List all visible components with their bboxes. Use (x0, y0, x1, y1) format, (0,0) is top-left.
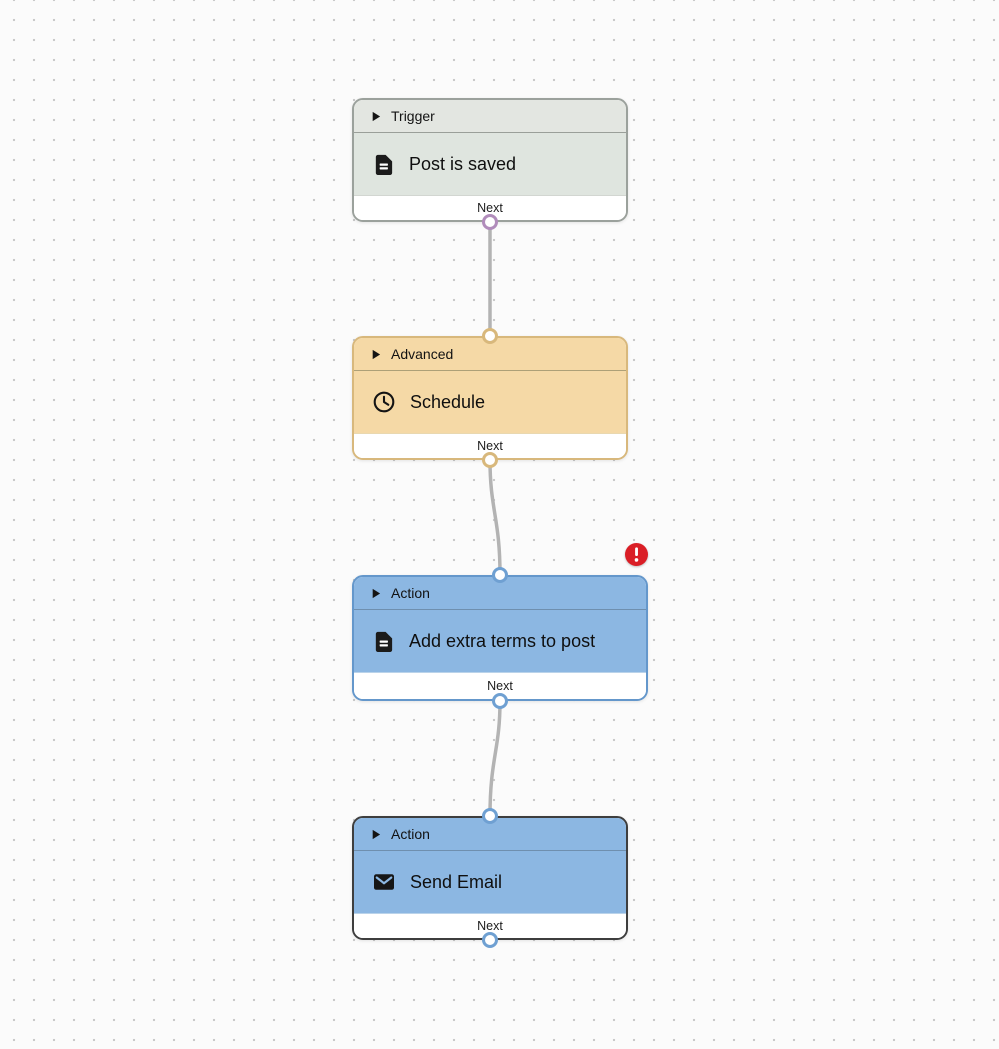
output-port[interactable] (492, 693, 508, 709)
output-port[interactable] (482, 932, 498, 948)
node-box: Action Send Email Next (352, 816, 628, 940)
node-header[interactable]: Trigger (354, 100, 626, 133)
node-body[interactable]: Post is saved (354, 133, 626, 195)
node-category-label: Action (391, 585, 430, 601)
next-branch-label: Next (477, 201, 503, 215)
collapse-triangle-icon[interactable] (371, 349, 381, 360)
input-port[interactable] (482, 328, 498, 344)
node-action-add-extra-terms-to-post[interactable]: Action Add extra terms to post Next (352, 567, 648, 709)
node-body[interactable]: Schedule (354, 371, 626, 433)
next-branch-label: Next (487, 679, 513, 693)
node-body[interactable]: Add extra terms to post (354, 610, 646, 672)
clock-icon (372, 390, 396, 414)
node-box: Trigger Post is saved Next (352, 98, 628, 222)
node-category-label: Action (391, 826, 430, 842)
input-port[interactable] (492, 567, 508, 583)
node-action-send-email[interactable]: Action Send Email Next (352, 808, 628, 948)
node-header[interactable]: Advanced (354, 338, 626, 371)
node-category-label: Trigger (391, 108, 435, 124)
output-port[interactable] (482, 452, 498, 468)
node-box: Advanced Schedule Next (352, 336, 628, 460)
node-title-label: Schedule (410, 391, 486, 412)
document-icon (372, 153, 395, 176)
collapse-triangle-icon[interactable] (371, 111, 381, 122)
output-port[interactable] (482, 214, 498, 230)
node-footer: Next (354, 433, 626, 458)
node-category-label: Advanced (391, 346, 454, 362)
node-box: Action Add extra terms to post Next (352, 575, 648, 701)
error-badge[interactable] (625, 543, 648, 566)
node-body[interactable]: Send Email (354, 851, 626, 913)
node-title-label: Send Email (410, 871, 503, 892)
edge-connector[interactable] (488, 699, 502, 818)
node-trigger-post-is-saved[interactable]: Trigger Post is saved Next (352, 98, 628, 230)
next-branch-label: Next (477, 919, 503, 933)
node-advanced-schedule[interactable]: Advanced Schedule Next (352, 328, 628, 468)
next-branch-label: Next (477, 439, 503, 453)
document-icon (372, 630, 395, 653)
edge-connector[interactable] (488, 458, 502, 577)
node-title-label: Post is saved (409, 153, 517, 174)
collapse-triangle-icon[interactable] (371, 829, 381, 840)
email-icon (372, 870, 396, 894)
input-port[interactable] (482, 808, 498, 824)
collapse-triangle-icon[interactable] (371, 588, 381, 599)
node-footer: Next (354, 195, 626, 220)
exclamation-icon (634, 547, 639, 562)
node-title-label: Add extra terms to post (409, 630, 596, 651)
